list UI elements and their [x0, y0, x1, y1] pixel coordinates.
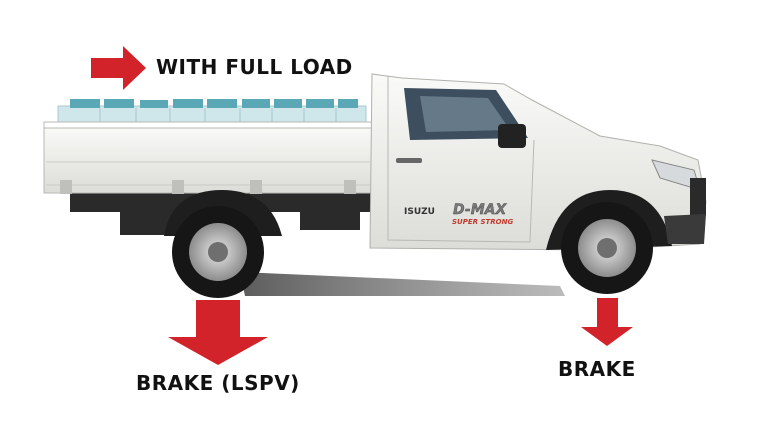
load-direction-arrow: [91, 46, 146, 90]
full-load-heading: WITH FULL LOAD: [156, 55, 353, 79]
front-brake-label: BRAKE: [558, 357, 636, 381]
rear-wheel: [172, 206, 264, 298]
front-wheel: [561, 202, 653, 294]
cargo-bed: [43, 121, 373, 194]
brand-badge: ISUZU D-MAX SUPER STRONG: [404, 202, 513, 226]
rear-brake-label: BRAKE (LSPV): [136, 371, 300, 395]
ground-shadow: [240, 272, 565, 296]
brand-tagline: SUPER STRONG: [452, 218, 513, 226]
front-brake-arrow: [581, 298, 633, 346]
door-handle: [396, 158, 422, 163]
rear-brake-arrow: [168, 300, 268, 365]
brand-model: D-MAX: [453, 202, 507, 218]
grille: [690, 178, 706, 216]
brand-maker: ISUZU: [404, 207, 435, 217]
side-mirror: [498, 124, 526, 148]
